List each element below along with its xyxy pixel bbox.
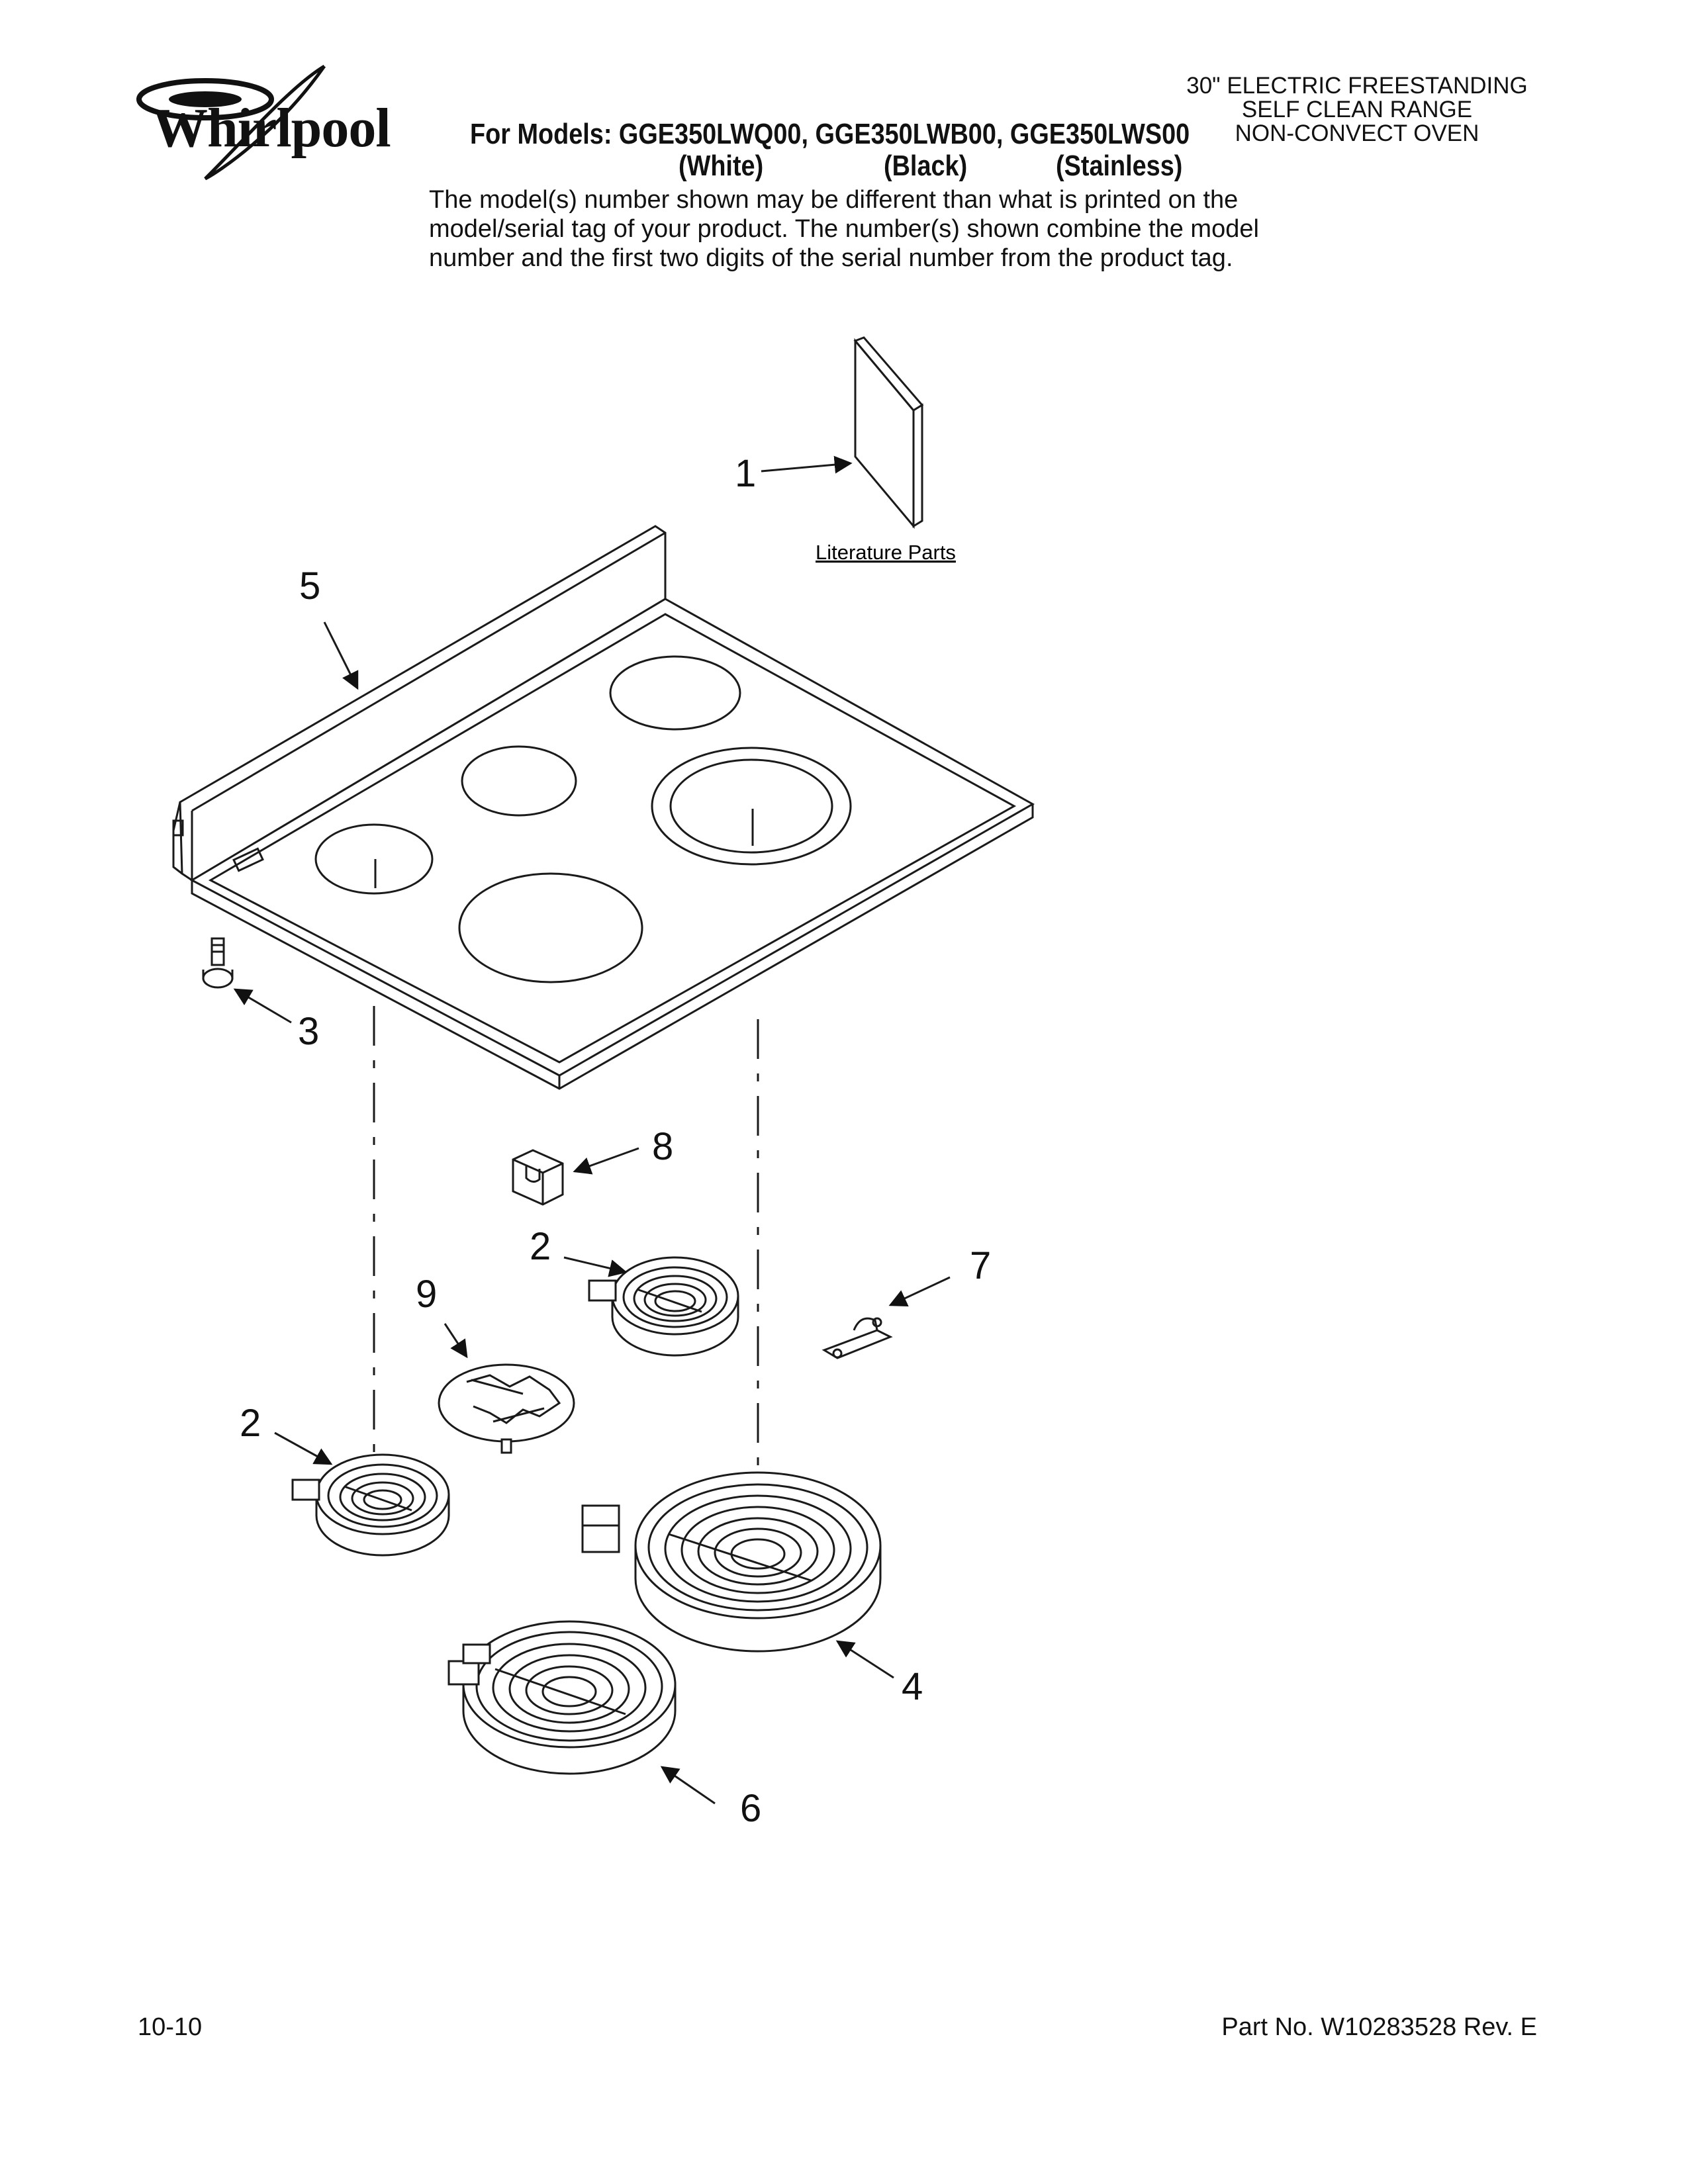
models-line: For Models: GGE350LWQ00, GGE350LWB00, GG… bbox=[470, 118, 1190, 150]
note-line: model/serial tag of your product. The nu… bbox=[429, 215, 1259, 243]
callout-6: 6 bbox=[740, 1787, 761, 1830]
radiant-element-small-lower bbox=[291, 1453, 450, 1557]
leader-8 bbox=[573, 1147, 639, 1175]
brand-name: Whirlpool bbox=[152, 97, 391, 159]
note-line: The model(s) number shown may be differe… bbox=[429, 186, 1239, 214]
leader-2-lower bbox=[274, 1432, 333, 1465]
cooktop-main-top bbox=[172, 525, 1035, 1090]
leader-1 bbox=[761, 455, 853, 474]
model-note: The model(s) number shown may be differe… bbox=[429, 185, 1356, 273]
radiant-element-medium bbox=[447, 1620, 677, 1775]
range-type-line: SELF CLEAN RANGE bbox=[1241, 97, 1473, 122]
finish-white: (White) bbox=[679, 150, 764, 182]
range-type-line: NON-CONVECT OVEN bbox=[1235, 120, 1479, 146]
callout-1: 1 bbox=[735, 452, 756, 495]
insulation-disk bbox=[438, 1363, 575, 1454]
finish-black: (Black) bbox=[884, 150, 968, 182]
leader-9 bbox=[444, 1323, 468, 1359]
leader-7 bbox=[888, 1276, 951, 1306]
leader-2-upper bbox=[563, 1256, 628, 1277]
leader-4 bbox=[835, 1640, 894, 1679]
mounting-block bbox=[512, 1149, 564, 1206]
footer-date: 10-10 bbox=[138, 2013, 203, 2041]
whirlpool-logo: Whirlpool bbox=[126, 60, 404, 205]
leader-6 bbox=[660, 1766, 716, 1805]
callout-2-upper: 2 bbox=[530, 1225, 551, 1268]
radiant-element-small-upper bbox=[588, 1256, 739, 1357]
radiant-element-large bbox=[581, 1471, 882, 1653]
callout-8: 8 bbox=[652, 1125, 673, 1168]
leader-5 bbox=[323, 621, 359, 690]
callout-9: 9 bbox=[416, 1273, 437, 1316]
leader-3 bbox=[233, 988, 292, 1024]
callout-7: 7 bbox=[970, 1244, 991, 1287]
callout-5: 5 bbox=[299, 565, 320, 608]
callout-3: 3 bbox=[298, 1010, 319, 1053]
note-line: number and the first two digits of the s… bbox=[429, 244, 1233, 272]
callout-2-lower: 2 bbox=[240, 1402, 261, 1445]
mounting-bracket bbox=[821, 1317, 893, 1359]
literature-booklet bbox=[853, 336, 924, 529]
finish-stainless: (Stainless) bbox=[1056, 150, 1183, 182]
range-type-line: 30" ELECTRIC FREESTANDING bbox=[1186, 73, 1528, 99]
range-type: 30" ELECTRIC FREESTANDING SELF CLEAN RAN… bbox=[1172, 74, 1542, 146]
logo-swoosh bbox=[136, 64, 326, 181]
leveling-leg bbox=[202, 937, 234, 989]
literature-parts-label: Literature Parts bbox=[816, 541, 956, 564]
callout-4: 4 bbox=[902, 1665, 923, 1708]
footer-part-number: Part No. W10283528 Rev. E bbox=[1221, 2013, 1537, 2041]
